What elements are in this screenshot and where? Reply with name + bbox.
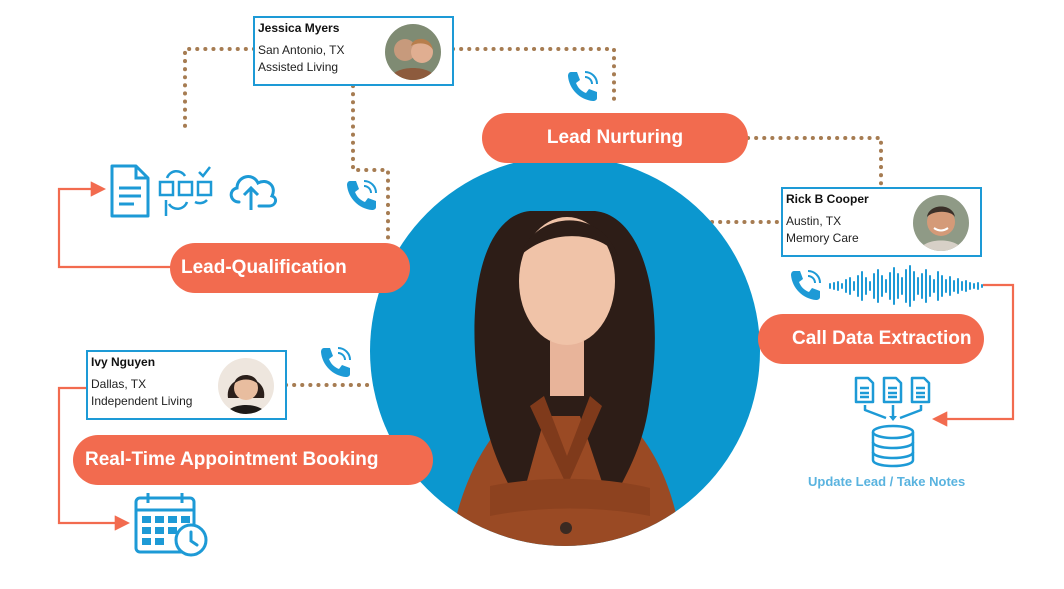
- audio-waveform-icon: [829, 265, 983, 307]
- contact-care-type: Independent Living: [91, 394, 193, 408]
- dotted-connector-4: [746, 136, 883, 187]
- contact-care-type: Memory Care: [786, 231, 859, 245]
- avatar: [385, 24, 441, 80]
- contact-care-type: Assisted Living: [258, 60, 339, 74]
- portrait-circle: [370, 156, 760, 546]
- phone-call-icon: [791, 270, 821, 300]
- woman-portrait-photo: [450, 211, 682, 546]
- contact-name: Rick B Cooper: [786, 192, 869, 206]
- avatar: [218, 358, 274, 414]
- dotted-connector-1: [183, 47, 256, 132]
- phone-call-icon: [321, 347, 351, 377]
- arrow-extraction-loop: [931, 283, 1015, 427]
- contact-card-rick: Rick B Cooper Austin, TX Memory Care: [781, 187, 982, 257]
- contact-location: Austin, TX: [786, 214, 842, 228]
- stage-label: Real-Time Appointment Booking: [85, 449, 379, 470]
- phone-call-icon: [347, 180, 377, 210]
- stage-lead-qualification: Lead-Qualification: [170, 243, 410, 293]
- update-note: Update Lead / Take Notes: [808, 474, 966, 489]
- stage-call-data-extraction: Call Data Extraction: [758, 314, 984, 364]
- avatar: [913, 195, 969, 251]
- contact-location: Dallas, TX: [91, 377, 147, 391]
- stage-label: Call Data Extraction: [792, 328, 972, 349]
- calendar-clock-icon: [134, 493, 208, 557]
- contact-card-jessica: Jessica Myers San Antonio, TX Assisted L…: [253, 16, 454, 86]
- cloud-upload-icon: [229, 175, 278, 210]
- contact-card-ivy: Ivy Nguyen Dallas, TX Independent Living: [86, 350, 287, 420]
- stage-appointment-booking: Real-Time Appointment Booking: [73, 435, 433, 485]
- dotted-connector-3: [351, 84, 390, 242]
- database-icon: [854, 376, 931, 468]
- stage-label: Lead Nurturing: [546, 127, 684, 148]
- stage-label: Lead-Qualification: [181, 257, 347, 278]
- arrow-booking-loop: [57, 386, 131, 531]
- contact-name: Ivy Nguyen: [91, 355, 156, 369]
- arrow-qualification-loop: [57, 181, 174, 269]
- stage-lead-nurturing: Lead Nurturing: [482, 113, 748, 163]
- contact-name: Jessica Myers: [258, 21, 340, 35]
- workflow-icon: [158, 166, 213, 216]
- contact-location: San Antonio, TX: [258, 43, 345, 57]
- phone-call-icon: [568, 71, 598, 101]
- dotted-connector-2: [451, 47, 616, 107]
- document-icon: [110, 164, 150, 218]
